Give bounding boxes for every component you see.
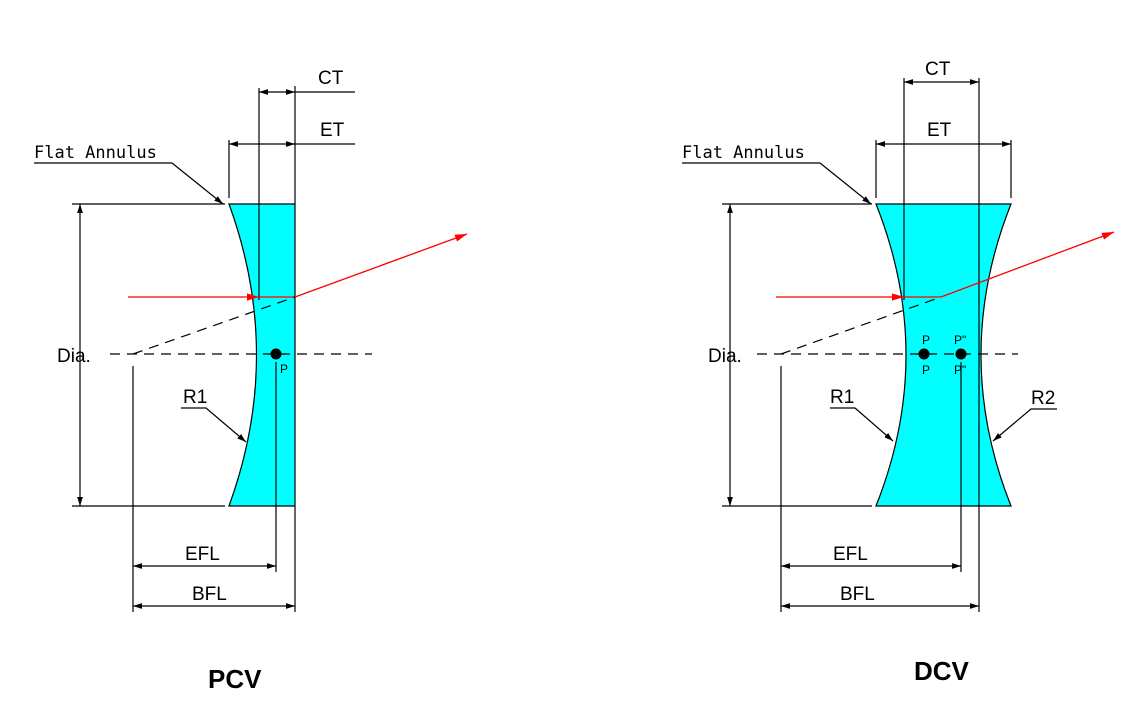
dcv-principal-point-rear	[955, 348, 967, 360]
dcv-bfl-label: BFL	[840, 584, 875, 605]
pcv-et-label: ET	[320, 120, 345, 141]
dcv-p-label-bottom: P	[922, 363, 930, 377]
dcv-virtual-ray-extension	[780, 296, 942, 355]
dcv-r1-label: R1	[830, 387, 854, 408]
pcv-r1-leader	[181, 407, 247, 443]
pcv-ct-label: CT	[318, 68, 344, 89]
pcv-dia-label: Dia.	[57, 346, 91, 367]
dcv-flat-annulus-leader	[682, 162, 872, 205]
dcv-caption: DCV	[914, 656, 970, 686]
dcv-refracted-ray	[940, 231, 1115, 298]
dcv-et-label: ET	[927, 120, 952, 141]
dcv-r1-leader	[830, 407, 894, 442]
pcv-lens-body	[228, 203, 296, 507]
dcv-efl-label: EFL	[833, 544, 868, 565]
pcv-efl-label: EFL	[185, 544, 220, 565]
dcv-ct-label: CT	[925, 59, 951, 80]
pcv-flat-annulus-leader	[34, 162, 224, 205]
dcv-flat-annulus-label: Flat Annulus	[682, 143, 805, 163]
dcv-principal-point-front	[918, 348, 930, 360]
pcv-principal-point-label: P	[280, 362, 288, 376]
dcv-p-label-top: P	[922, 333, 930, 347]
dcv-dia-label: Dia.	[708, 346, 742, 367]
dcv-p2-label-top: P"	[954, 333, 966, 347]
dcv-r2-leader	[992, 408, 1057, 442]
pcv-bfl-label: BFL	[192, 584, 227, 605]
dcv-r2-label: R2	[1031, 388, 1055, 409]
pcv-principal-point	[270, 348, 282, 360]
pcv-flat-annulus-label: Flat Annulus	[34, 143, 157, 163]
pcv-refracted-ray	[294, 233, 468, 298]
dcv-diagram: CT ET Flat Annulus Dia. P P P" P" R1 R2	[682, 59, 1115, 686]
pcv-r1-label: R1	[183, 387, 207, 408]
pcv-diagram: CT ET Flat Annulus Dia. P R1 EFL B	[34, 68, 468, 694]
pcv-caption: PCV	[208, 664, 262, 694]
dcv-p2-label-bottom: P"	[954, 363, 966, 377]
dcv-lens-body	[875, 203, 1012, 507]
pcv-virtual-ray-extension	[132, 296, 296, 355]
